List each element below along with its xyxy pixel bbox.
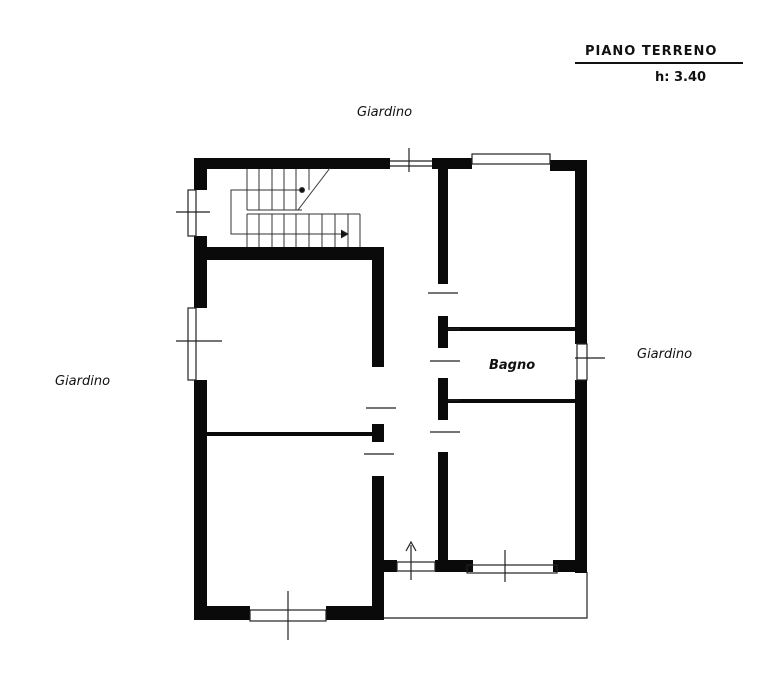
- bathroom-label: Bagno: [489, 358, 536, 373]
- garden-label-top: Giardino: [357, 105, 413, 120]
- staircase: [230, 167, 361, 247]
- garden-label-left: Giardino: [55, 374, 111, 389]
- title-underline: [575, 62, 743, 64]
- plan-title: PIANO TERRENO: [585, 44, 718, 59]
- walls: [194, 158, 587, 620]
- garden-label-right: Giardino: [637, 347, 693, 362]
- ceiling-height-label: h: 3.40: [655, 70, 707, 85]
- windows-doors: [176, 148, 605, 640]
